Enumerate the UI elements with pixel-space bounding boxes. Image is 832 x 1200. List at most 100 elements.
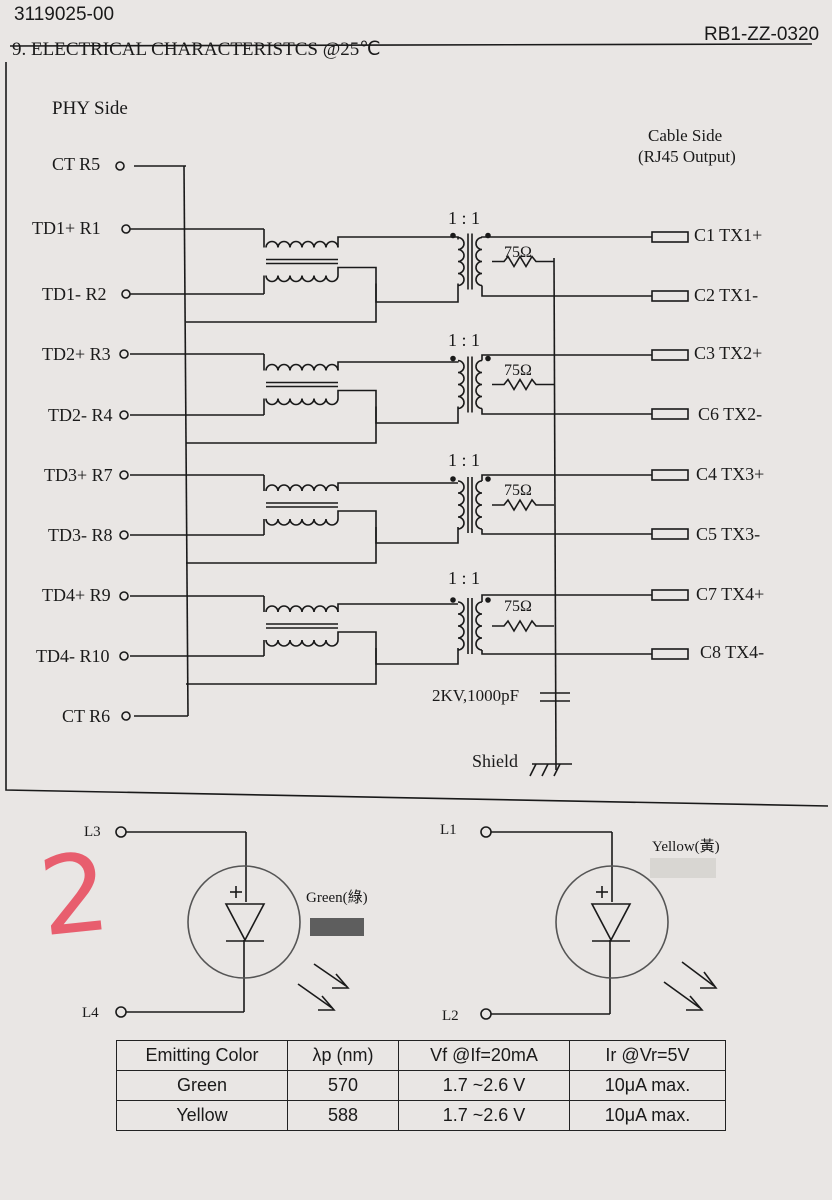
cable-pin-label: C3 TX2+ <box>694 343 763 363</box>
transformer-primary <box>457 480 465 530</box>
table-header: λp (nm) <box>287 1040 399 1071</box>
resistor-75ohm <box>492 619 554 633</box>
yellow-swatch <box>650 858 716 878</box>
output-wire <box>481 529 652 535</box>
ct-wire <box>186 283 377 323</box>
led-pin-label: L2 <box>442 1008 459 1024</box>
connector-pad <box>651 349 689 361</box>
ct-wire <box>186 406 377 444</box>
table-cell: Yellow <box>116 1100 288 1131</box>
polarity-dot <box>485 476 491 482</box>
table-cell: 1.7 ~2.6 V <box>398 1100 570 1131</box>
cable-pin-label: C1 TX1+ <box>694 225 763 245</box>
resistor-label: 75Ω <box>504 362 532 379</box>
polarity-dot <box>450 355 456 362</box>
resistor-label: 75Ω <box>504 482 532 499</box>
phy-pin-label: TD4- R10 <box>36 646 110 666</box>
transformer-secondary <box>475 480 483 530</box>
choke-coil <box>265 518 339 526</box>
phy-pin-label: CT R6 <box>62 706 111 726</box>
choke-coil <box>265 639 339 647</box>
table-cell: 1.7 ~2.6 V <box>398 1070 570 1101</box>
phy-pin-label: CT R5 <box>52 154 101 174</box>
resistor-75ohm <box>492 254 554 269</box>
phy-pin-label: TD3- R8 <box>48 525 113 545</box>
cable-pin-label: C4 TX3+ <box>696 464 765 484</box>
table-cell: 10μA max. <box>569 1100 726 1131</box>
ct-bus-left <box>183 165 189 717</box>
phy-pin-label: TD2- R4 <box>48 405 113 425</box>
cable-pin-label: C6 TX2- <box>698 404 763 424</box>
cable-pin-label: C8 TX4- <box>700 642 765 662</box>
output-wire <box>481 594 652 602</box>
ratio-label: 1 : 1 <box>448 208 481 228</box>
table-header: Emitting Color <box>116 1040 288 1071</box>
ct-wire <box>186 648 377 685</box>
signal-wire <box>337 603 458 612</box>
cable-side-sublabel: (RJ45 Output) <box>638 147 736 166</box>
choke-coil <box>265 605 339 613</box>
section-title: 9. ELECTRICAL CHARACTERISTCS @25℃ <box>12 39 381 60</box>
ratio-label: 1 : 1 <box>448 568 481 588</box>
schematic-diagram <box>5 43 829 1020</box>
frame-top <box>9 43 813 47</box>
transformer-primary <box>457 359 465 410</box>
choke-coil <box>265 398 339 406</box>
transformer-secondary <box>475 236 483 287</box>
led-pin-label: L1 <box>440 822 457 838</box>
led-spec-table: Emitting Color λp (nm) Vf @If=20mA Ir @V… <box>116 1040 726 1131</box>
output-wire <box>481 650 652 655</box>
choke-coil <box>265 275 339 283</box>
output-wire <box>481 285 652 297</box>
signal-wire <box>337 236 459 248</box>
polarity-dot <box>450 232 456 239</box>
shield-label: Shield <box>472 751 519 771</box>
connector-pad <box>651 469 689 481</box>
resistor-label: 75Ω <box>504 598 532 615</box>
led-pin-label: L3 <box>84 824 101 840</box>
connector-pad <box>651 290 689 302</box>
ct-bus-right <box>553 257 557 771</box>
output-wire <box>481 354 652 361</box>
phy-pin-label: TD4+ R9 <box>42 585 111 605</box>
output-wire <box>481 474 652 481</box>
capacitor-label: 2KV,1000pF <box>432 686 520 705</box>
choke-coil <box>265 240 339 248</box>
signal-wire <box>337 510 459 544</box>
signal-wire <box>337 266 459 303</box>
doc-number: 3119025-00 <box>14 4 115 25</box>
transformer-secondary <box>475 601 483 651</box>
transformer-primary <box>457 236 465 287</box>
phy-pin-label: TD3+ R7 <box>44 465 113 485</box>
resistor-75ohm <box>492 498 554 512</box>
phy-pin-label: TD2+ R3 <box>42 344 111 364</box>
cable-pin-label: C5 TX3- <box>696 524 761 544</box>
frame-line <box>5 62 829 807</box>
transformer-secondary <box>475 359 483 410</box>
part-number: RB1-ZZ-0320 <box>704 24 820 45</box>
transformer-primary <box>457 601 465 651</box>
ct-wire <box>186 527 377 564</box>
choke-coil <box>265 484 339 492</box>
phy-side-label: PHY Side <box>52 98 128 119</box>
table-cell: 570 <box>287 1070 399 1101</box>
choke-coil <box>265 363 339 371</box>
signal-wire <box>337 361 459 371</box>
phy-pin-label: TD1+ R1 <box>32 218 101 238</box>
led-pin-label: L4 <box>82 1005 99 1021</box>
signal-wire <box>337 482 458 491</box>
polarity-dot <box>450 597 456 603</box>
table-row: Yellow 588 1.7 ~2.6 V 10μA max. <box>116 1100 726 1131</box>
phy-pin-label: TD1- R2 <box>42 284 107 304</box>
cable-pin-label: C2 TX1- <box>694 285 759 305</box>
green-swatch <box>310 918 364 936</box>
ratio-label: 1 : 1 <box>448 330 481 350</box>
table-row: Green 570 1.7 ~2.6 V 10μA max. <box>116 1070 726 1101</box>
table-header: Vf @If=20mA <box>398 1040 570 1071</box>
connector-pad <box>651 589 689 601</box>
polarity-dot <box>450 476 456 482</box>
connector-pad <box>651 528 689 540</box>
table-header-row: Emitting Color λp (nm) Vf @If=20mA Ir @V… <box>116 1040 726 1071</box>
output-wire <box>481 408 652 415</box>
